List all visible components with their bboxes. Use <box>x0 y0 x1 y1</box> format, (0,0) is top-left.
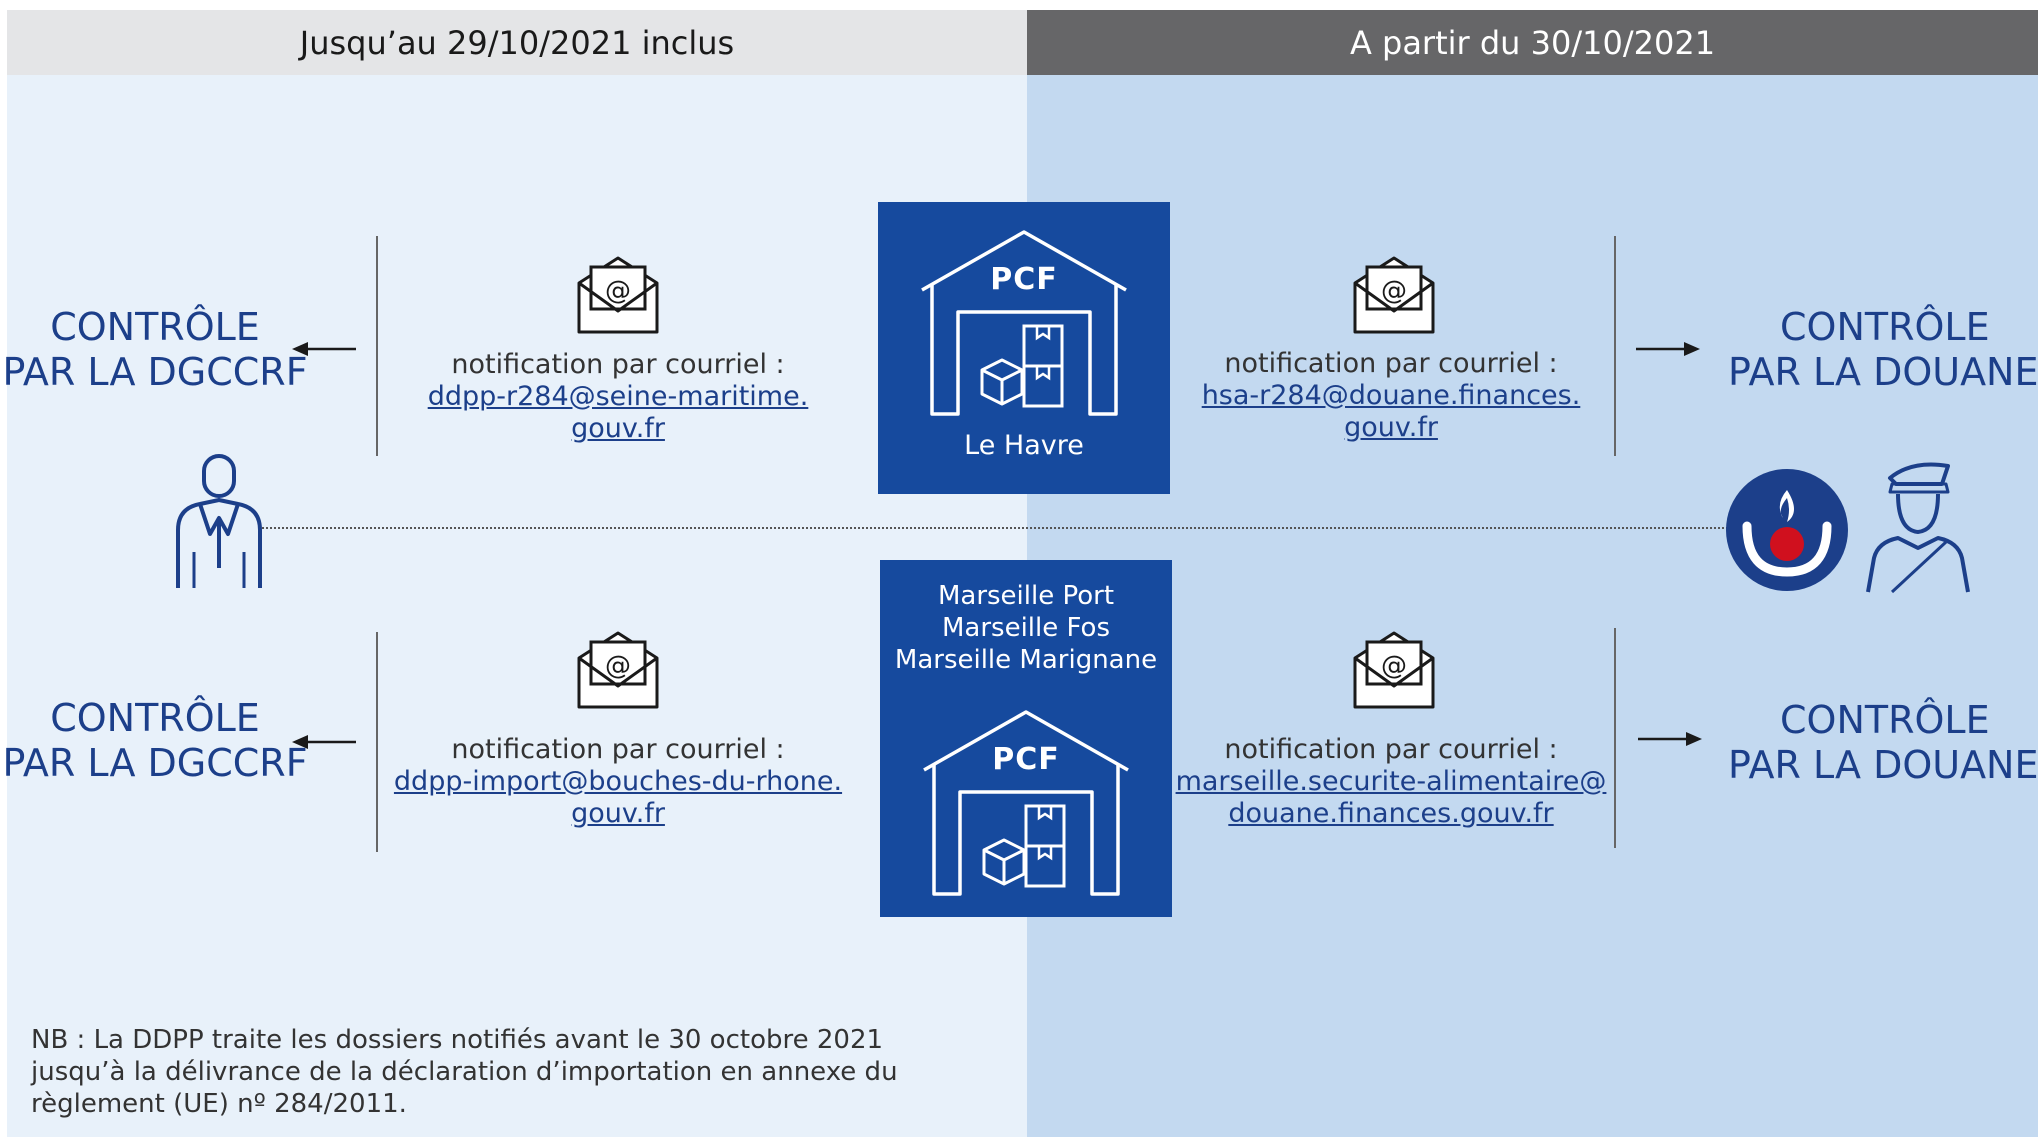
control-agency: PAR LA DOUANE <box>1728 350 2038 394</box>
inspector-person-icon <box>176 454 262 588</box>
footnote-line: règlement (UE) nº 284/2011. <box>31 1089 407 1119</box>
customs-officer-icon <box>1866 462 1970 594</box>
separator-line <box>376 236 378 456</box>
svg-text:@: @ <box>605 651 631 681</box>
footnote-line: NB : La DDPP traite les dossiers notifié… <box>31 1025 884 1055</box>
email-link[interactable]: ddpp-import@bouches-du-rhone. <box>393 766 843 797</box>
pcf-marseille-box: Marseille Port Marseille Fos Marseille M… <box>880 560 1172 917</box>
control-word: CONTRÔLE <box>1780 698 1990 742</box>
control-word: CONTRÔLE <box>50 696 260 740</box>
arrow-right-icon <box>1638 732 1702 746</box>
notification-label: notification par courriel : <box>451 349 785 380</box>
arrow-left-icon <box>292 342 356 356</box>
right-panel-background <box>1027 75 2038 1137</box>
warehouse-icon <box>921 230 1127 416</box>
notification-label: notification par courriel : <box>451 734 785 765</box>
pcf-place: Le Havre <box>964 430 1084 461</box>
notification-label: notification par courriel : <box>1224 734 1558 765</box>
svg-text:@: @ <box>1381 651 1407 681</box>
pcf-title: PCF <box>992 742 1060 777</box>
control-agency: PAR LA DGCCRF <box>2 350 308 394</box>
email-link-domain[interactable]: douane.finances.gouv.fr <box>1228 798 1554 829</box>
email-link[interactable]: marseille.securite-alimentaire@ <box>1175 766 1607 797</box>
left-panel-background <box>7 75 1027 1137</box>
control-word: CONTRÔLE <box>50 305 260 349</box>
control-agency: PAR LA DOUANE <box>1728 743 2038 787</box>
separator-line <box>1614 236 1616 456</box>
envelope-at-icon: @ <box>1353 256 1435 334</box>
arrow-left-icon <box>292 735 356 749</box>
douane-logo <box>1726 469 1848 591</box>
warehouse-icon <box>923 710 1129 896</box>
email-link-domain[interactable]: gouv.fr <box>1344 412 1438 443</box>
dotted-connector-line <box>262 527 1728 529</box>
top-right-notification: notification par courriel : hsa-r284@dou… <box>1166 348 1616 444</box>
pcf-places: Marseille Port Marseille Fos Marseille M… <box>880 580 1172 676</box>
top-right-control-label: CONTRÔLE PAR LA DOUANE <box>1728 305 2038 395</box>
bottom-left-control-label: CONTRÔLE PAR LA DGCCRF <box>0 696 310 786</box>
control-agency: PAR LA DGCCRF <box>2 741 308 785</box>
pcf-place: Marseille Port <box>937 581 1115 611</box>
bottom-left-notification: notification par courriel : ddpp-import@… <box>380 734 856 830</box>
footnote: NB : La DDPP traite les dossiers notifié… <box>31 1024 931 1120</box>
envelope-at-icon: @ <box>577 631 659 709</box>
pcf-le-havre-box: PCF Le Havre <box>878 202 1170 494</box>
email-link[interactable]: ddpp-r284@seine-maritime. <box>427 381 809 412</box>
envelope-at-icon: @ <box>1353 631 1435 709</box>
envelope-at-icon: @ <box>577 256 659 334</box>
separator-line <box>1614 628 1616 848</box>
separator-line <box>376 632 378 852</box>
email-link-domain[interactable]: gouv.fr <box>571 413 665 444</box>
top-left-control-label: CONTRÔLE PAR LA DGCCRF <box>0 305 310 395</box>
arrow-right-icon <box>1636 342 1700 356</box>
email-link-domain[interactable]: gouv.fr <box>571 798 665 829</box>
bottom-right-control-label: CONTRÔLE PAR LA DOUANE <box>1728 698 2038 788</box>
top-left-notification: notification par courriel : ddpp-r284@se… <box>380 349 856 445</box>
notification-label: notification par courriel : <box>1224 348 1558 379</box>
pcf-place: Marseille Marignane <box>894 645 1158 675</box>
pcf-title: PCF <box>990 262 1058 297</box>
bottom-right-notification: notification par courriel : marseille.se… <box>1166 734 1616 830</box>
header-before-date: Jusqu’au 29/10/2021 inclus <box>7 10 1027 75</box>
email-link[interactable]: hsa-r284@douane.finances. <box>1201 380 1581 411</box>
header-after-date: A partir du 30/10/2021 <box>1027 10 2038 75</box>
control-word: CONTRÔLE <box>1780 305 1990 349</box>
svg-text:@: @ <box>1381 276 1407 306</box>
pcf-place: Marseille Fos <box>941 613 1110 643</box>
footnote-line: jusqu’à la délivrance de la déclaration … <box>31 1057 898 1087</box>
svg-text:@: @ <box>605 276 631 306</box>
